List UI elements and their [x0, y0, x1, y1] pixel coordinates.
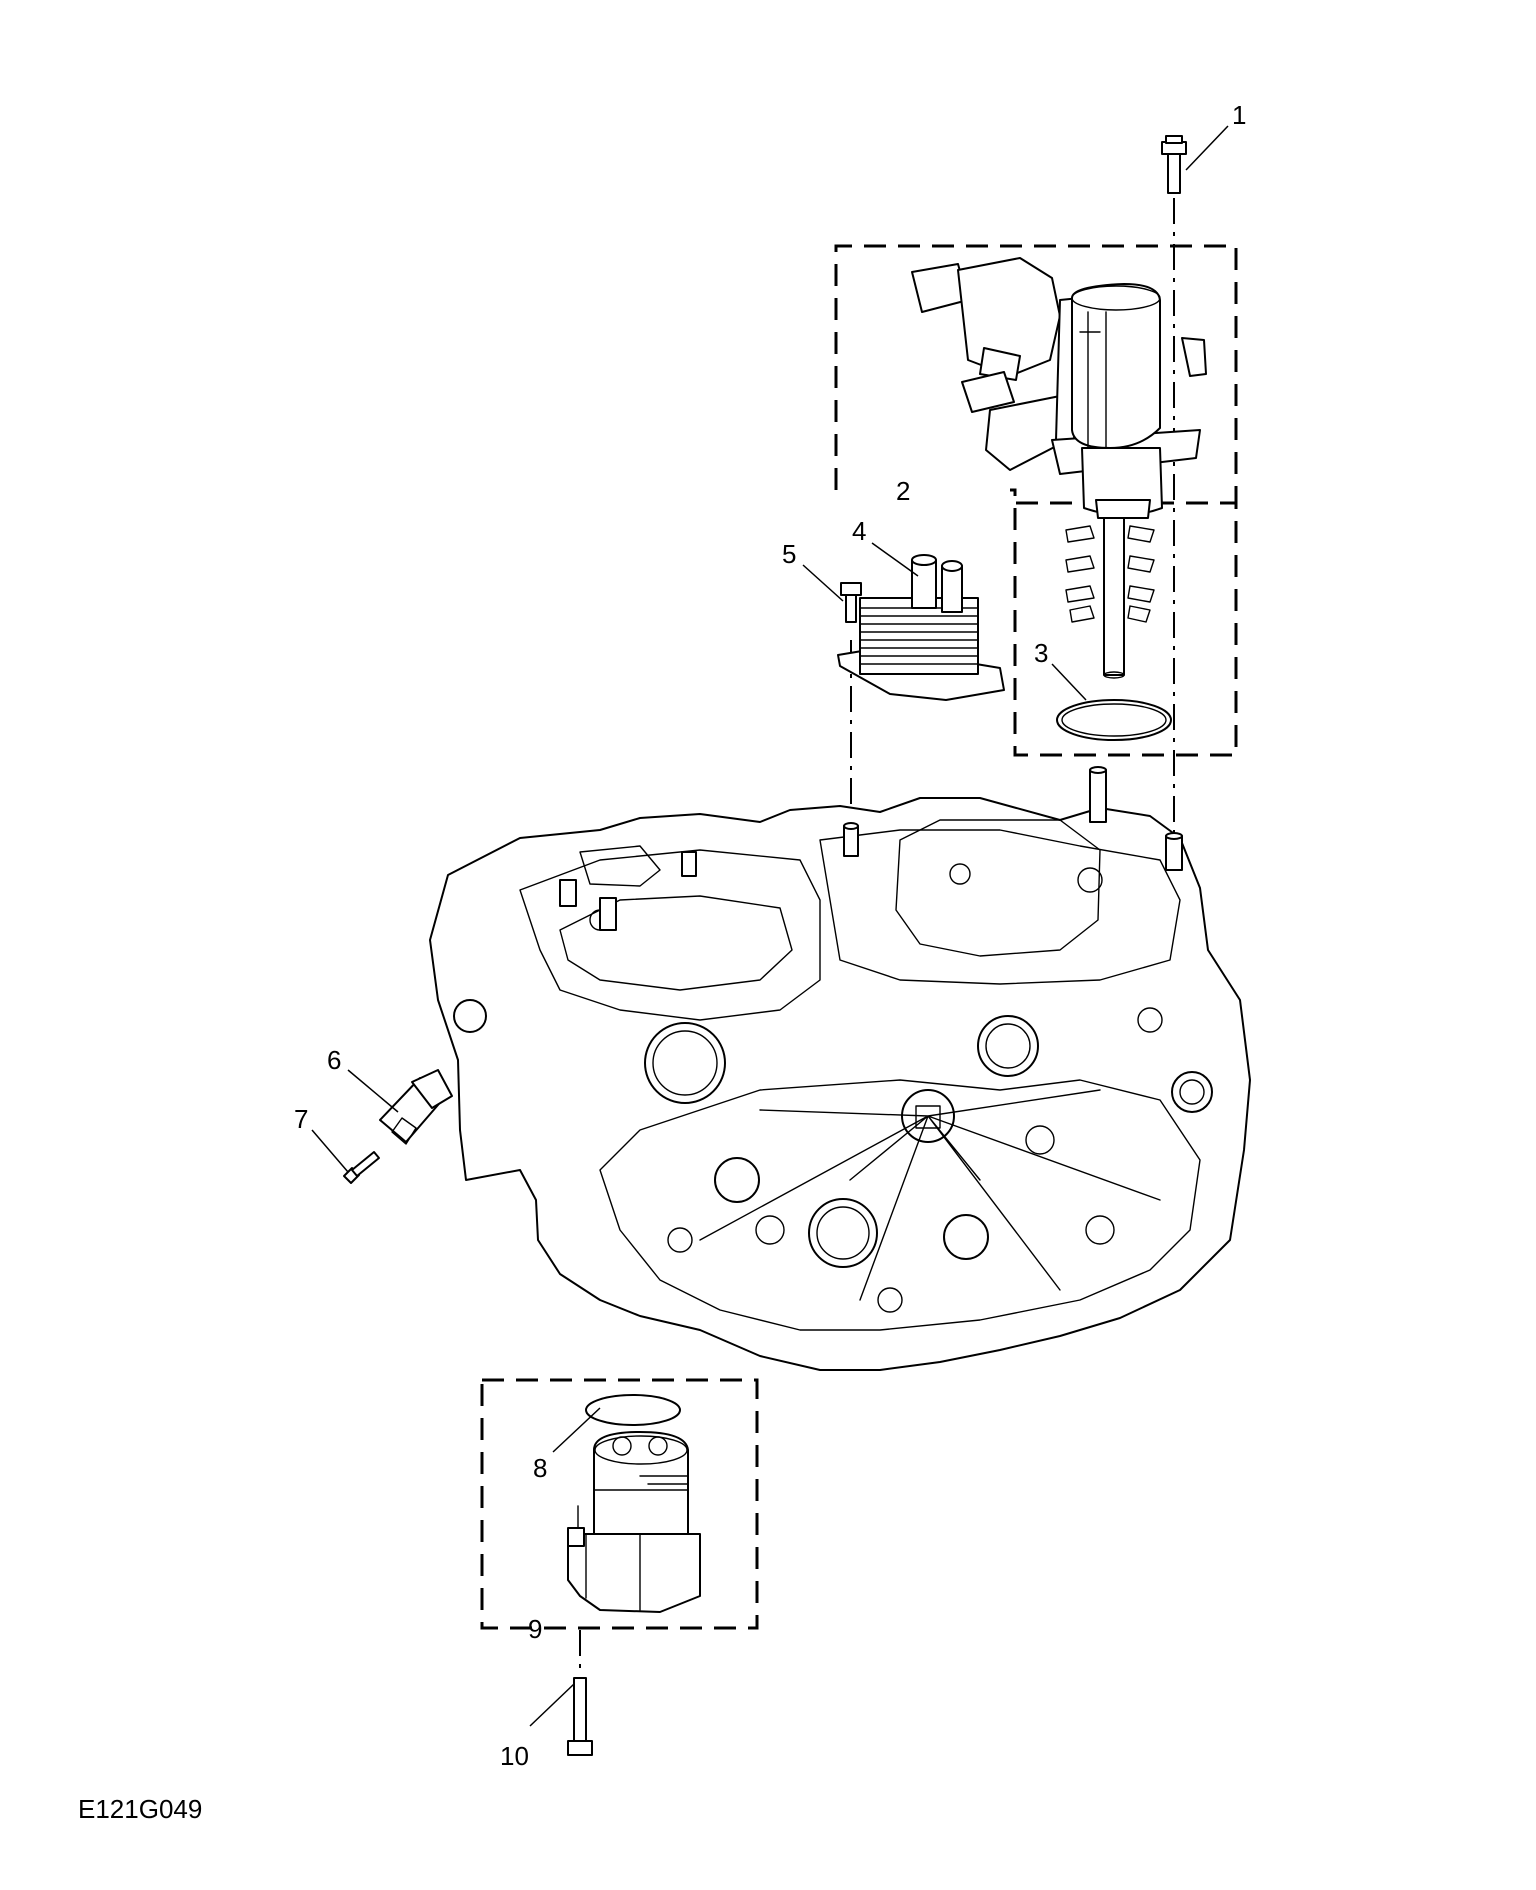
group-box-9: [480, 1378, 759, 1630]
leader-line-1: [1185, 125, 1229, 171]
callout-10: 10: [500, 1741, 529, 1771]
callout-9: 9: [528, 1614, 542, 1644]
callout-7: 7: [294, 1104, 308, 1134]
leader-line-6: [347, 1069, 399, 1113]
callout-2: 2: [896, 476, 910, 506]
leader-line-4: [871, 542, 919, 577]
pump-unit-part-9: [567, 1431, 701, 1613]
o-ring-part-3: [1056, 699, 1172, 741]
seal-part-8: [585, 1394, 681, 1426]
bolt-part-1: [1161, 135, 1187, 194]
leader-line-10: [529, 1683, 575, 1727]
leader-line-8: [552, 1407, 601, 1453]
callout-5: 5: [782, 539, 796, 569]
callout-3: 3: [1034, 638, 1048, 668]
group-box-2: [834, 244, 1238, 757]
actuator-part-2: [911, 257, 1207, 679]
callout-4: 4: [852, 516, 866, 546]
leader-line-7: [311, 1129, 349, 1173]
leader-line-3: [1051, 663, 1087, 701]
callout-1: 1: [1232, 100, 1246, 130]
figure-id: E121G049: [78, 1794, 202, 1824]
sensor-part-6: [379, 1069, 453, 1145]
transaxle-housing: [429, 766, 1251, 1371]
bolt-part-7: [343, 1151, 380, 1184]
leader-line-5: [802, 564, 844, 602]
bolt-part-10: [567, 1677, 593, 1756]
bolt-part-5: [840, 582, 862, 623]
callout-6: 6: [327, 1045, 341, 1075]
oil-cooler-part-4: [837, 554, 1005, 701]
callout-8: 8: [533, 1453, 547, 1483]
